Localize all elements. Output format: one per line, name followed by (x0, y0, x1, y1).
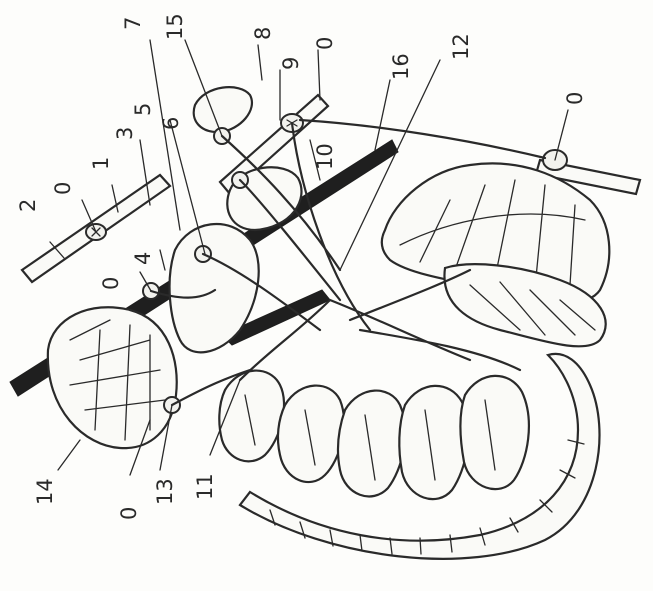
label-14: 14 (33, 478, 57, 505)
label-10: 10 (313, 143, 337, 170)
gland-upper (194, 87, 252, 132)
label-0-e: 0 (117, 507, 141, 520)
intestinal-loops (219, 371, 529, 500)
label-15: 15 (163, 13, 187, 40)
label-12: 12 (449, 33, 473, 60)
label-9: 9 (279, 57, 303, 70)
label-1: 1 (89, 157, 113, 170)
label-0-b: 0 (99, 277, 123, 290)
label-7: 7 (121, 17, 145, 30)
label-5: 5 (131, 103, 155, 116)
label-16: 16 (389, 53, 413, 80)
label-8: 8 (251, 27, 275, 40)
label-11: 11 (193, 473, 217, 500)
label-0-d: 0 (563, 92, 587, 105)
label-13: 13 (153, 478, 177, 505)
label-3: 3 (113, 127, 137, 140)
left-organ (48, 307, 180, 448)
label-6: 6 (159, 117, 183, 130)
label-0-c: 0 (313, 37, 337, 50)
label-2: 2 (16, 199, 40, 212)
label-4: 4 (131, 252, 155, 265)
label-0-a: 0 (51, 182, 75, 195)
